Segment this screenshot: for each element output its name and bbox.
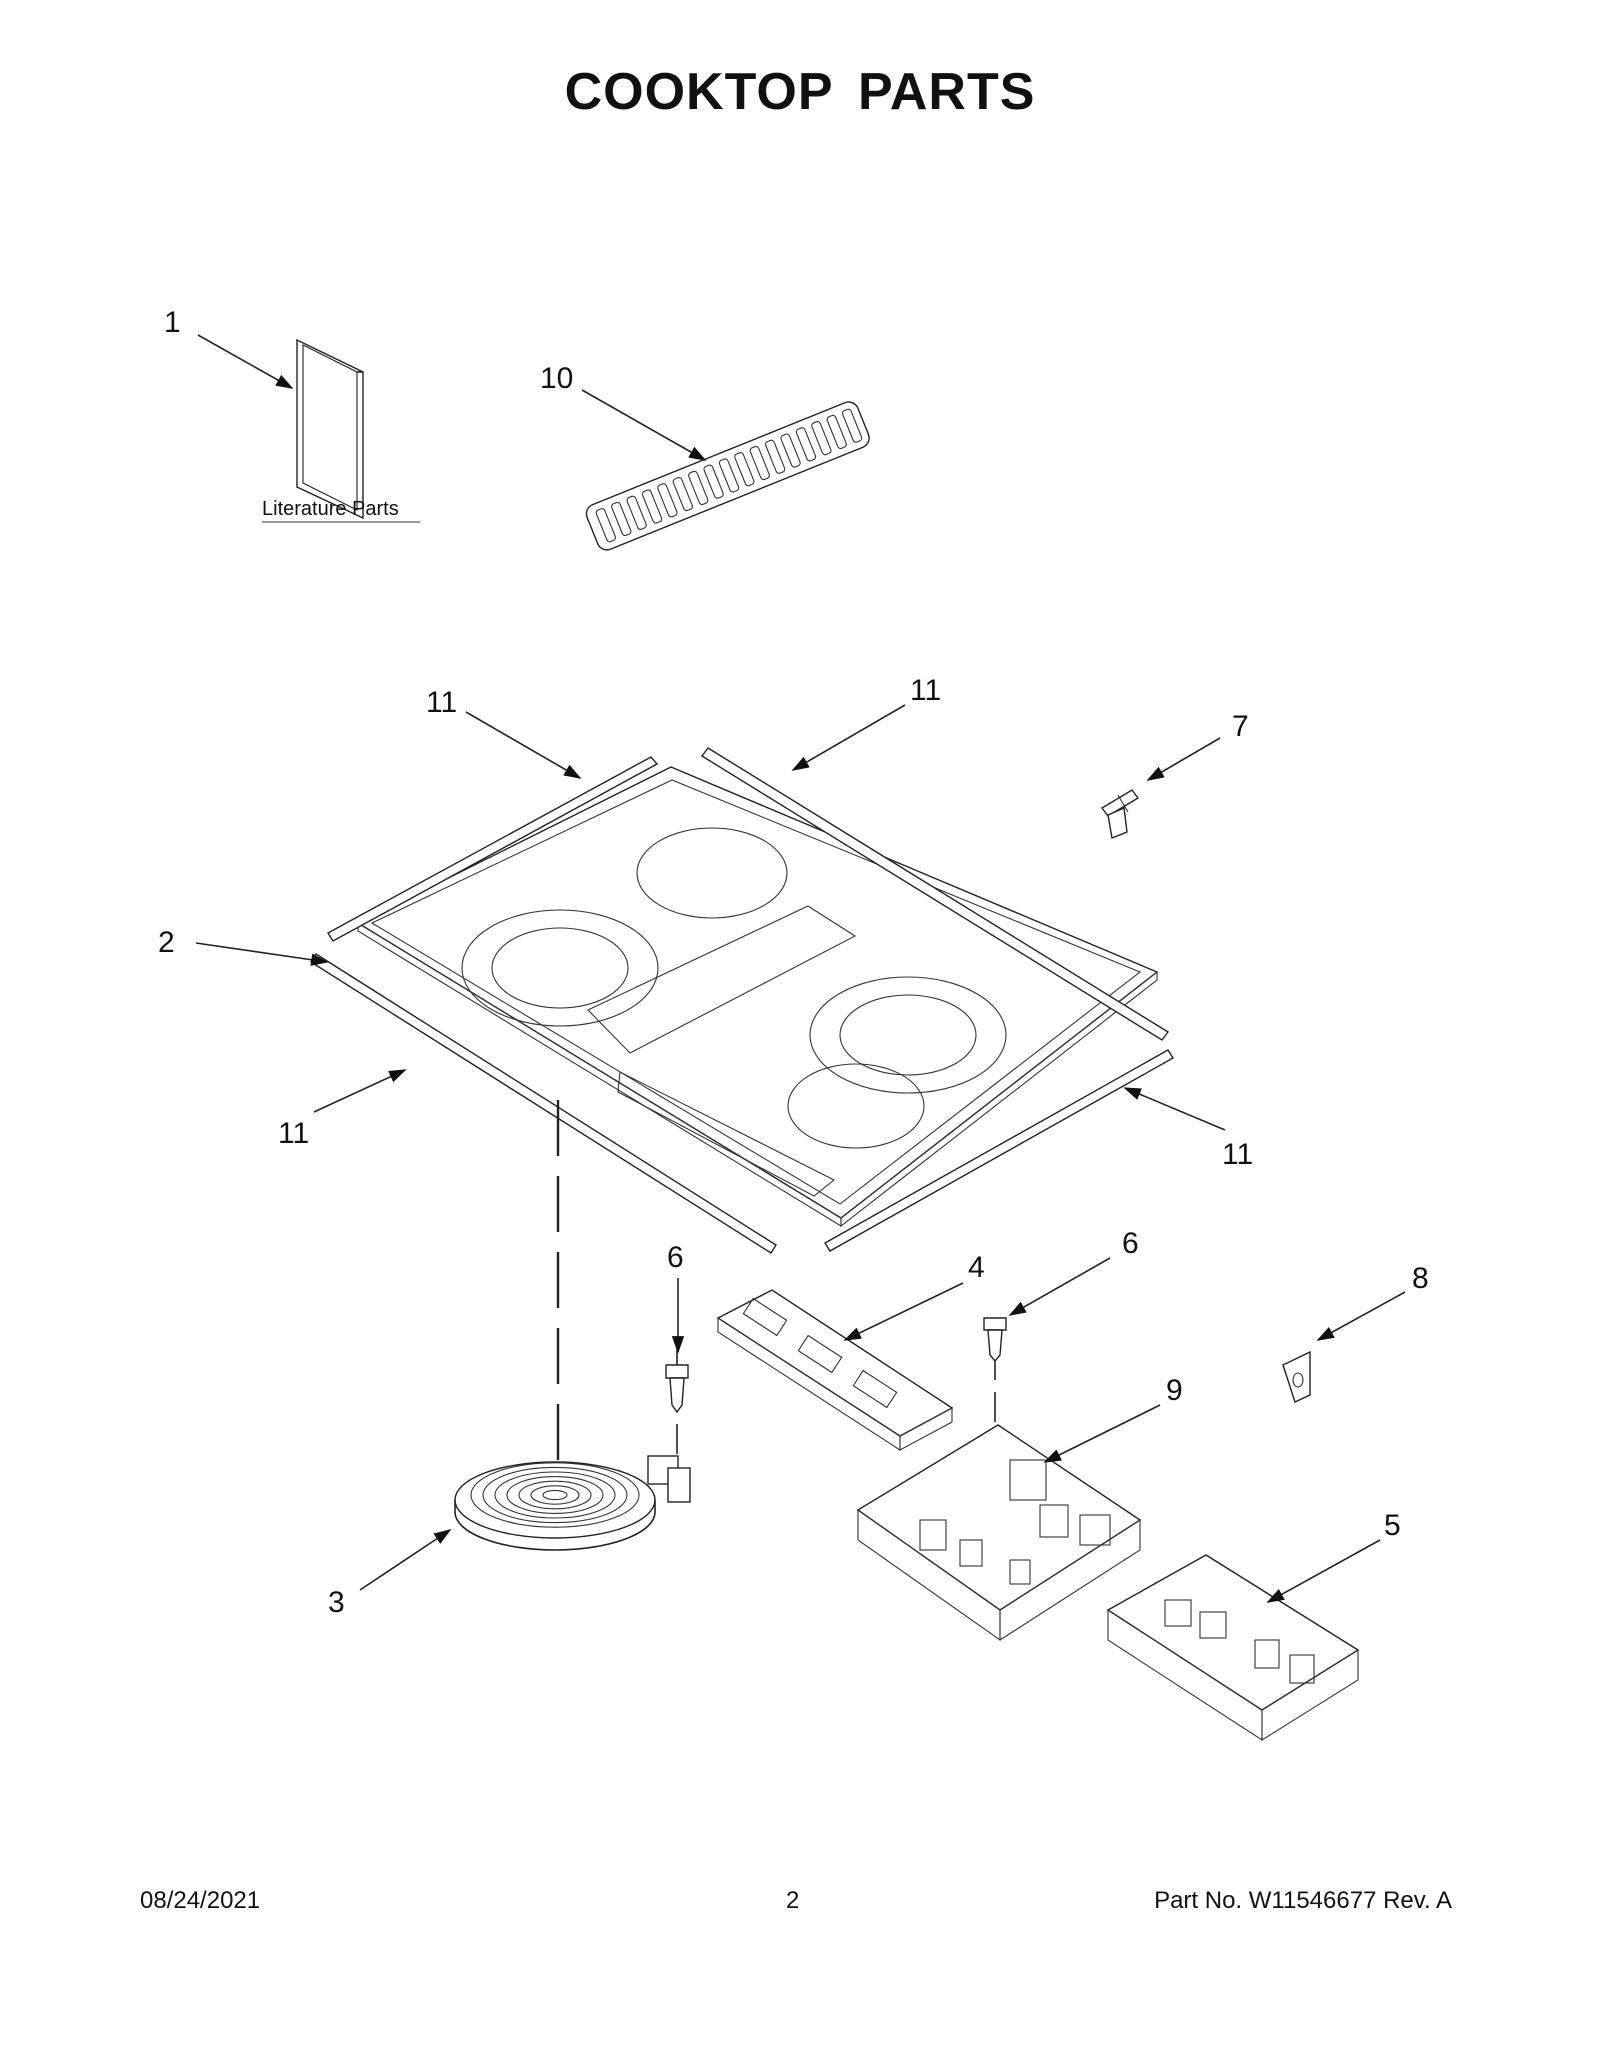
footer-part-number: Part No. W11546677 Rev. A (1154, 1887, 1452, 1914)
coil-ring (542, 1489, 568, 1501)
page-title: COOKTOP PARTS (564, 63, 1036, 121)
callout-6-right: 6 (1122, 1227, 1139, 1260)
grille-slot (626, 495, 647, 530)
grille-slot (811, 421, 832, 456)
grille-slot (641, 489, 663, 524)
coil-ring (482, 1466, 628, 1524)
grille-slot (672, 477, 694, 512)
mounting-clip (1100, 789, 1140, 839)
literature-booklet: Literature Parts (262, 338, 420, 523)
callout-6-left: 6 (667, 1241, 684, 1274)
coil-ring (518, 1480, 592, 1510)
callout-8: 8 (1412, 1262, 1429, 1295)
mounting-bracket (1282, 1350, 1311, 1403)
leader-arrows (195, 334, 1406, 1603)
grille-slot (688, 470, 709, 505)
grille-slot (764, 439, 786, 474)
grille-slot (826, 414, 847, 450)
control-board (716, 1289, 954, 1452)
screw-right (983, 1317, 1007, 1430)
callout-11-bottom-right: 11 (1222, 1138, 1253, 1171)
callout-7: 7 (1232, 710, 1249, 743)
grille-slot (657, 483, 678, 518)
grille-slot (718, 458, 740, 493)
grille-slot (749, 445, 770, 481)
grille-slot (734, 452, 755, 487)
callout-9: 9 (1166, 1374, 1183, 1407)
relay-board-housing (1106, 1554, 1360, 1742)
coil-ring (470, 1462, 640, 1528)
grille-slot (841, 408, 863, 443)
radiant-element (454, 1100, 691, 1551)
callout-3: 3 (328, 1586, 345, 1619)
cooktop-glass (356, 766, 1159, 1228)
callout-10: 10 (540, 362, 573, 395)
screw-left (665, 1340, 689, 1462)
callout-11-top-left: 11 (426, 686, 457, 719)
grille-slot (595, 508, 617, 543)
grille-slot (795, 427, 817, 462)
callout-11-bottom-left: 11 (278, 1117, 309, 1150)
grille-slot (703, 464, 724, 499)
grille-slot (780, 433, 801, 468)
literature-parts-label: Literature Parts (262, 498, 399, 520)
callout-numbers: 1 10 11 11 7 2 11 11 6 4 6 8 9 5 3 (158, 306, 1429, 1619)
main-board-housing (856, 1424, 1142, 1642)
callout-5: 5 (1384, 1509, 1401, 1542)
trim-strips (310, 747, 1174, 1254)
footer-page-number: 2 (786, 1887, 800, 1914)
vent-grille (585, 401, 870, 551)
callout-11-top-right: 11 (910, 674, 941, 707)
grille-slot (611, 501, 632, 537)
callout-2: 2 (158, 926, 175, 959)
coil-ring (506, 1476, 604, 1514)
callout-1: 1 (164, 306, 181, 339)
coil-ring (530, 1485, 580, 1505)
callout-4: 4 (968, 1251, 985, 1284)
coil-ring (494, 1471, 616, 1519)
footer-date: 08/24/2021 (140, 1887, 261, 1914)
